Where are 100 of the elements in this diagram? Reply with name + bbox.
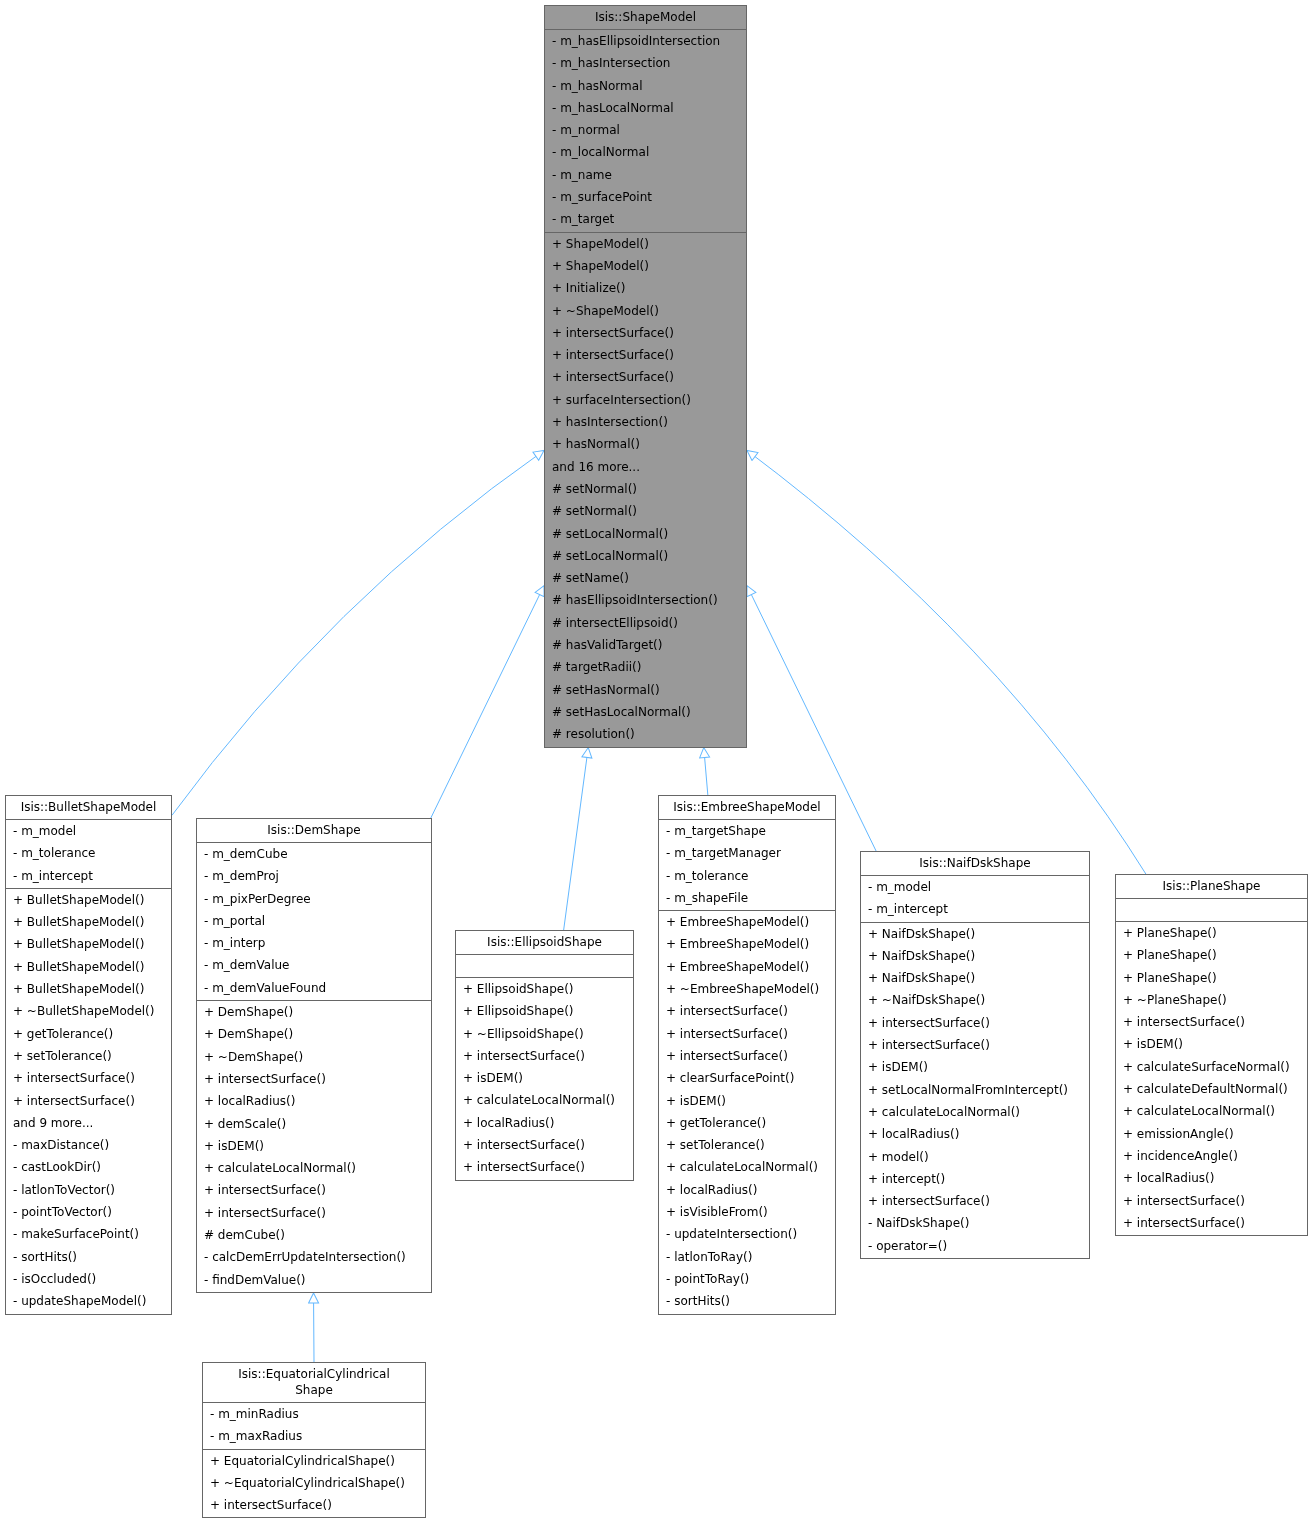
member-text: + PlaneShape() (1123, 969, 1218, 987)
class-name: Isis::NaifDskShape (918, 855, 1032, 872)
member-text: + BulletShapeModel() (13, 914, 146, 932)
member-text: + EllipsoidShape() (463, 981, 575, 998)
member-text: - m_target (552, 211, 616, 229)
member-text: - m_demValueFound (204, 979, 328, 997)
member-text: + calculateLocalNormal() (463, 1092, 616, 1110)
member-text: + BulletShapeModel() (13, 891, 146, 909)
member-text: + intersectSurface() (463, 1137, 586, 1155)
member-text: + ~PlaneShape() (1123, 991, 1228, 1009)
member-text: - m_tolerance (13, 845, 97, 863)
class-name: Isis::ShapeModel (593, 9, 698, 26)
member-text: + ~NaifDskShape() (868, 992, 987, 1010)
member-text: + ~ShapeModel() (552, 302, 660, 320)
member-text: + EquatorialCylindricalShape() (210, 1452, 396, 1470)
member-text: + intersectSurface() (666, 1003, 789, 1021)
member-text: - m_shapeFile (666, 889, 750, 907)
inheritance-arrow (699, 747, 711, 796)
member-text: + DemShape() (204, 1004, 295, 1022)
member-text: + intersectSurface() (1123, 1014, 1246, 1032)
member-text: - m_model (868, 879, 933, 896)
member-text: - latlonToRay() (666, 1248, 754, 1266)
member-text: - pointToVector() (13, 1204, 113, 1222)
member-text: + intersectSurface() (210, 1497, 333, 1515)
class-box (196, 818, 432, 1293)
member-text: # intersectEllipsoid() (552, 614, 679, 632)
class-box (544, 5, 747, 748)
member-text: + intersectSurface() (666, 1025, 789, 1043)
member-text: - m_hasLocalNormal (552, 99, 675, 117)
class-box (860, 851, 1090, 1260)
member-text: - pointToRay() (666, 1270, 751, 1288)
member-text: + hasIntersection() (552, 414, 669, 432)
member-text: + EmbreeShapeModel() (666, 936, 811, 954)
member-text: + intersectSurface() (868, 1014, 991, 1032)
member-text: + emissionAngle() (1123, 1125, 1235, 1143)
class-box (5, 795, 172, 1315)
class-name: Isis::BulletShapeModel (19, 799, 158, 816)
member-text: - latlonToVector() (13, 1181, 117, 1199)
member-text: - m_portal (204, 912, 267, 930)
member-text: - sortHits() (666, 1293, 732, 1311)
member-text: + calculateLocalNormal() (1123, 1103, 1276, 1121)
member-text: + EmbreeShapeModel() (666, 914, 811, 932)
member-text: - sortHits() (13, 1248, 79, 1266)
member-text: + localRadius() (1123, 1170, 1216, 1188)
member-text: + intersectSurface() (204, 1182, 327, 1200)
member-text: + localRadius() (463, 1114, 556, 1132)
member-text: + ~EmbreeShapeModel() (666, 981, 821, 999)
class-name: Isis::EmbreeShapeModel (672, 799, 822, 816)
class-name: Isis::DemShape (266, 822, 362, 839)
member-text: + localRadius() (666, 1181, 759, 1199)
member-text: # hasValidTarget() (552, 637, 664, 654)
member-text: + Initialize() (552, 280, 627, 298)
member-text: + calculateLocalNormal() (868, 1103, 1021, 1121)
member-text: - updateShapeModel() (13, 1293, 148, 1311)
member-text: + DemShape() (204, 1026, 295, 1044)
member-text: - m_hasIntersection (552, 55, 672, 73)
member-text: + BulletShapeModel() (13, 958, 146, 976)
member-text: - calcDemErrUpdateIntersection() (204, 1249, 407, 1267)
member-text: + intersectSurface() (463, 1047, 586, 1065)
member-text: # setName() (552, 570, 630, 588)
member-text: - NaifDskShape() (868, 1215, 971, 1233)
member-text: + intercept() (868, 1170, 947, 1188)
inheritance-arrow (746, 585, 877, 852)
member-text: + localRadius() (868, 1126, 961, 1144)
member-text: - m_hasNormal (552, 77, 644, 95)
member-text: # setHasLocalNormal() (552, 703, 692, 721)
member-text: + isDEM() (463, 1070, 524, 1088)
class-name: Isis::EllipsoidShape (486, 934, 603, 951)
member-text: # setLocalNormal() (552, 547, 670, 565)
member-text: + isDEM() (868, 1059, 929, 1077)
member-text: - m_localNormal (552, 144, 651, 162)
member-text: # hasEllipsoidIntersection() (552, 592, 719, 610)
member-text: + intersectSurface() (552, 369, 675, 387)
member-text: + setTolerance() (13, 1047, 113, 1065)
member-text: - m_interp (204, 935, 267, 953)
member-text: - m_demCube (204, 846, 289, 863)
member-text: # targetRadii() (552, 659, 643, 677)
member-text: + isVisibleFrom() (666, 1204, 769, 1222)
member-text: + calculateLocalNormal() (666, 1159, 819, 1177)
member-text: + EmbreeShapeModel() (666, 958, 811, 976)
member-text: + BulletShapeModel() (13, 981, 146, 999)
member-text: + isDEM() (1123, 1036, 1184, 1054)
member-text: + clearSurfacePoint() (666, 1070, 796, 1088)
member-text: + intersectSurface() (666, 1047, 789, 1065)
member-text: - findDemValue() (204, 1271, 307, 1289)
member-text: - m_surfacePoint (552, 189, 653, 207)
member-text: + intersectSurface() (1123, 1192, 1246, 1210)
member-text: + intersectSurface() (552, 324, 675, 342)
member-text: - m_pixPerDegree (204, 890, 312, 908)
member-text: + ShapeModel() (552, 257, 650, 275)
member-text: + setLocalNormalFromIntercept() (868, 1081, 1070, 1099)
member-text: + calculateSurfaceNormal() (1123, 1058, 1291, 1076)
member-text: + PlaneShape() (1123, 925, 1218, 942)
inheritance-arrow (563, 747, 593, 931)
member-text: + intersectSurface() (204, 1070, 327, 1088)
member-text: + intersectSurface() (13, 1092, 136, 1110)
member-text: + isDEM() (204, 1137, 265, 1155)
member-text: + intersectSurface() (204, 1204, 327, 1222)
member-text: + localRadius() (204, 1093, 297, 1111)
member-text: - castLookDir() (13, 1159, 103, 1177)
